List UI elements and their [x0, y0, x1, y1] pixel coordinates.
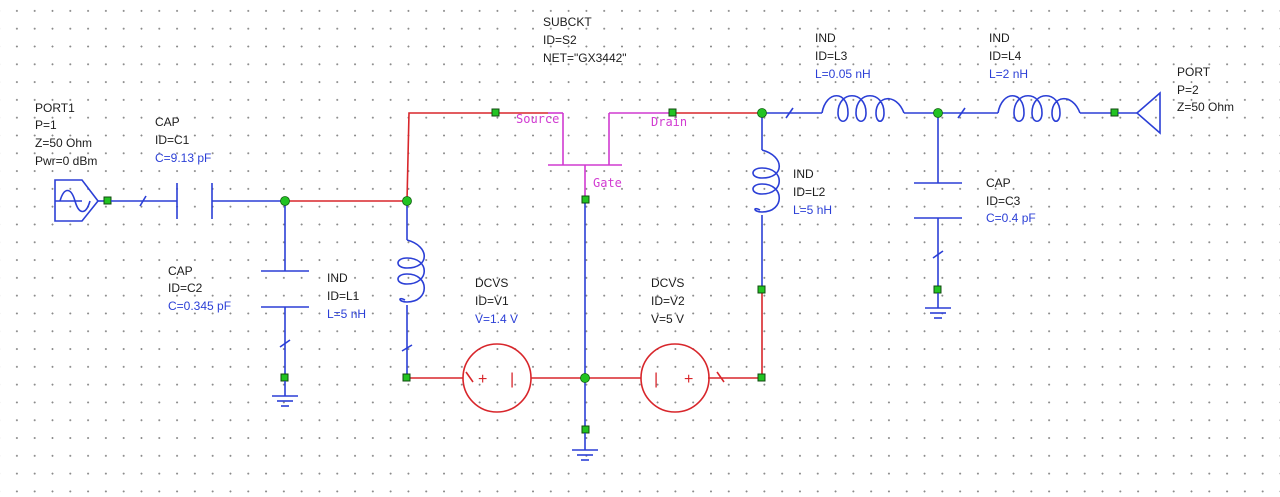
l4-labels: IND ID=L4 L=2 nH [989, 31, 1028, 81]
c1-labels: CAP ID=C1 C=9.13 pF [155, 115, 211, 165]
v2-symbol[interactable]: | + [640, 343, 725, 413]
subckt-net: NET="GX3442" [543, 51, 627, 65]
port2-name: PORT [1177, 65, 1211, 79]
c2-labels: CAP ID=C2 C=0.345 pF [168, 264, 231, 313]
c2-type: CAP [168, 264, 193, 278]
l3-symbol[interactable] [762, 95, 938, 123]
l3-type: IND [815, 31, 836, 45]
c1-id: ID=C1 [155, 133, 190, 147]
l3-labels: IND ID=L3 L=0.05 nH [815, 31, 871, 81]
port2-labels: PORT P=2 Z=50 Ohm [1177, 65, 1234, 114]
subckt-id: ID=S2 [543, 33, 577, 47]
v1-symbol[interactable]: + | [462, 343, 532, 413]
subckt-symbol[interactable] [491, 108, 677, 461]
c1-value[interactable]: C=9.13 pF [155, 151, 211, 165]
junction-nodes [280, 108, 943, 383]
port1-symbol[interactable] [54, 179, 112, 222]
port1-labels: PORT1 P=1 Z=50 Ohm Pwr=0 dBm [35, 101, 97, 168]
l4-type: IND [989, 31, 1010, 45]
l4-value[interactable]: L=2 nH [989, 67, 1028, 81]
port1-name: PORT1 [35, 101, 75, 115]
wires [285, 112, 763, 379]
c3-type: CAP [986, 176, 1011, 190]
v2-type: DCVS [651, 276, 684, 290]
c3-id: ID=C3 [986, 194, 1021, 208]
l2-value[interactable]: L=5 nH [793, 203, 832, 217]
v2-plus-sign: + [684, 371, 693, 388]
l2-labels: IND ID=L2 L=5 nH [793, 167, 832, 217]
c1-symbol[interactable] [111, 183, 284, 219]
c3-labels: CAP ID=C3 C=0.4 pF [986, 176, 1036, 225]
l1-labels: IND ID=L1 L=5 nH [327, 271, 366, 321]
l4-symbol[interactable] [938, 95, 1119, 123]
c1-type: CAP [155, 115, 180, 129]
v1-minus-sign: | [510, 371, 514, 388]
port2-z: Z=50 Ohm [1177, 100, 1234, 114]
subckt-pin-drain: Drain [651, 115, 687, 129]
l3-value[interactable]: L=0.05 nH [815, 67, 871, 81]
l2-symbol[interactable] [752, 113, 780, 382]
l1-symbol[interactable] [397, 201, 425, 382]
wire-l1-to-source[interactable] [406, 112, 548, 202]
v2-minus-sign: | [654, 371, 658, 388]
v2-labels: DCVS ID=V2 V=5 V [651, 276, 685, 326]
port1-pwr: Pwr=0 dBm [35, 154, 97, 168]
v1-labels: DCVS ID=V1 V=1.4 V [475, 276, 518, 326]
v2-id: ID=V2 [651, 294, 685, 308]
l1-type: IND [327, 271, 348, 285]
l2-type: IND [793, 167, 814, 181]
v1-value[interactable]: V=1.4 V [475, 312, 518, 326]
port2-p: P=2 [1177, 83, 1199, 97]
c2-id: ID=C2 [168, 281, 203, 295]
v1-plus-sign: + [478, 371, 487, 388]
port2-symbol[interactable] [1118, 91, 1161, 135]
v2-value[interactable]: V=5 V [651, 312, 684, 326]
v1-type: DCVS [475, 276, 508, 290]
c2-value[interactable]: C=0.345 pF [168, 299, 231, 313]
c3-value[interactable]: C=0.4 pF [986, 211, 1036, 225]
port1-z: Z=50 Ohm [35, 136, 92, 150]
c3-symbol[interactable] [914, 113, 962, 319]
subckt-pin-source: Source [516, 112, 559, 126]
l1-value[interactable]: L=5 nH [327, 307, 366, 321]
port1-p: P=1 [35, 118, 57, 132]
subckt-pin-gate: Gate [593, 176, 622, 190]
c2-symbol[interactable] [261, 201, 309, 407]
l1-id: ID=L1 [327, 289, 360, 303]
l2-id: ID=L2 [793, 185, 826, 199]
l3-id: ID=L3 [815, 49, 848, 63]
l4-id: ID=L4 [989, 49, 1022, 63]
subckt-type: SUBCKT [543, 15, 592, 29]
wire-bottom-right[interactable] [708, 290, 763, 379]
v1-id: ID=V1 [475, 294, 509, 308]
subckt-labels: SUBCKT ID=S2 NET="GX3442" Source Drain G… [516, 15, 687, 190]
